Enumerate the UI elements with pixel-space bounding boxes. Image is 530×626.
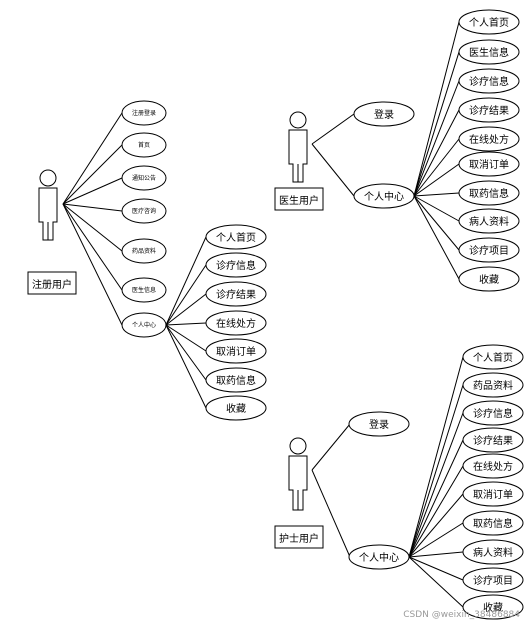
actor-nurse-user-icon <box>288 437 308 511</box>
sub-use-case <box>458 9 520 35</box>
use-case-label: 医疗咨询 <box>132 207 156 215</box>
sub-use-cases-nurse-user <box>462 344 524 620</box>
sub-use-case-label: 收藏 <box>226 402 246 415</box>
sub-use-case-label: 取药信息 <box>216 374 256 387</box>
sub-use-case <box>205 281 267 307</box>
use-cases-nurse-user <box>348 411 410 570</box>
sub-use-case-label: 在线处方 <box>473 460 513 473</box>
diagram-registered-user: 注册用户 注册登录 首页 通知公告 医疗咨询 药品资料 医 <box>27 100 267 421</box>
sub-use-case-label: 在线处方 <box>469 133 509 146</box>
sub-use-case-label: 药品资料 <box>473 379 513 392</box>
actor-doctor-user-icon <box>288 111 308 183</box>
use-case-label: 医生信息 <box>132 286 156 294</box>
watermark: CSDN @weixin_38486884 <box>403 610 520 620</box>
sub-use-case-label: 收藏 <box>479 273 499 286</box>
sub-use-case <box>462 344 524 370</box>
use-case-label: 个人中心 <box>364 190 404 203</box>
sub-use-case <box>458 208 520 234</box>
use-case-login <box>353 101 415 127</box>
use-cases-doctor-user <box>353 101 415 209</box>
sub-use-case-label: 诊疗项目 <box>469 244 509 257</box>
sub-use-case-label: 病人资料 <box>469 215 509 228</box>
diagram-doctor-user: 医生用户 登录 个人中心 <box>274 9 520 292</box>
sub-use-case-label: 个人首页 <box>473 351 513 364</box>
actor-registered-user-label-box <box>27 271 77 295</box>
use-case-doctor-info <box>121 277 167 303</box>
sub-use-case-label: 个人首页 <box>469 16 509 29</box>
sub-use-case <box>462 427 524 453</box>
sub-use-case-label: 个人首页 <box>216 231 256 244</box>
sub-use-case <box>205 367 267 393</box>
sub-use-case-label: 取药信息 <box>473 517 513 530</box>
sub-use-case <box>458 39 520 65</box>
sub-use-case-label: 取消订单 <box>216 345 256 358</box>
sub-use-case-label: 医生信息 <box>469 46 509 59</box>
use-case-label: 通知公告 <box>132 174 156 182</box>
use-case-drug-info <box>121 238 167 264</box>
sub-use-case-label: 诊疗结果 <box>469 104 509 117</box>
actor-nurse-user-label: 护士用户 <box>279 532 319 545</box>
sub-use-case-label: 诊疗项目 <box>473 574 513 587</box>
sub-use-case <box>205 252 267 278</box>
actor-registered-user-icon <box>38 169 58 241</box>
sub-use-case <box>458 151 520 177</box>
sub-use-case-label: 收藏 <box>483 601 503 614</box>
sub-use-case <box>458 126 520 152</box>
sub-use-case <box>462 453 524 479</box>
sub-use-cases-registered-user <box>205 224 267 421</box>
sub-use-case <box>462 481 524 507</box>
diagram-nurse-user: 护士用户 登录 个人中心 <box>274 344 524 620</box>
connectors-registered-user <box>62 112 123 326</box>
use-cases-registered-user <box>121 100 167 338</box>
use-case-consult <box>121 198 167 224</box>
actor-doctor-user-label-box <box>274 187 324 211</box>
use-case-label: 个人中心 <box>132 321 156 329</box>
use-case-label: 登录 <box>369 418 389 431</box>
connectors-doctor-user-sub <box>413 21 460 280</box>
connectors-nurse-user <box>311 423 351 558</box>
sub-use-case-label: 取消订单 <box>469 158 509 171</box>
sub-use-case <box>462 539 524 565</box>
sub-use-case <box>462 567 524 593</box>
connectors-doctor-user <box>311 113 355 197</box>
sub-use-case <box>458 97 520 123</box>
use-case-label: 个人中心 <box>359 551 399 564</box>
sub-use-case-label: 取消订单 <box>473 488 513 501</box>
connectors-nurse-user-sub <box>408 356 464 608</box>
sub-use-case <box>462 594 524 620</box>
sub-use-case <box>205 338 267 364</box>
sub-use-case-label: 取药信息 <box>469 187 509 200</box>
sub-use-case <box>462 400 524 426</box>
sub-use-case <box>205 224 267 250</box>
use-case-login <box>348 411 410 437</box>
actor-registered-user-label: 注册用户 <box>32 278 72 291</box>
use-case-register-login <box>121 100 167 126</box>
sub-use-case-label: 病人资料 <box>473 546 513 559</box>
sub-use-case-label: 诊疗信息 <box>469 75 509 88</box>
sub-use-case <box>458 180 520 206</box>
sub-use-case <box>205 395 267 421</box>
actor-doctor-user-label: 医生用户 <box>279 194 319 207</box>
use-case-notice <box>121 165 167 191</box>
actor-nurse-user-label-box <box>274 525 324 549</box>
use-case-label: 药品资料 <box>132 247 156 255</box>
use-case-label: 注册登录 <box>132 109 156 117</box>
sub-use-cases-doctor-user <box>458 9 520 292</box>
use-case-label: 首页 <box>138 141 150 149</box>
sub-use-case <box>458 237 520 263</box>
sub-use-case <box>205 310 267 336</box>
connectors-registered-user-sub <box>165 236 207 409</box>
sub-use-case <box>458 266 520 292</box>
sub-use-case-label: 诊疗结果 <box>216 288 256 301</box>
sub-use-case <box>462 372 524 398</box>
sub-use-case <box>458 68 520 94</box>
use-case-home <box>121 132 167 158</box>
sub-use-case-label: 诊疗信息 <box>216 259 256 272</box>
sub-use-case-label: 诊疗信息 <box>473 407 513 420</box>
sub-use-case <box>462 510 524 536</box>
sub-use-case-label: 在线处方 <box>216 317 256 330</box>
sub-use-case-label: 诊疗结果 <box>473 434 513 447</box>
use-case-label: 登录 <box>374 108 394 121</box>
